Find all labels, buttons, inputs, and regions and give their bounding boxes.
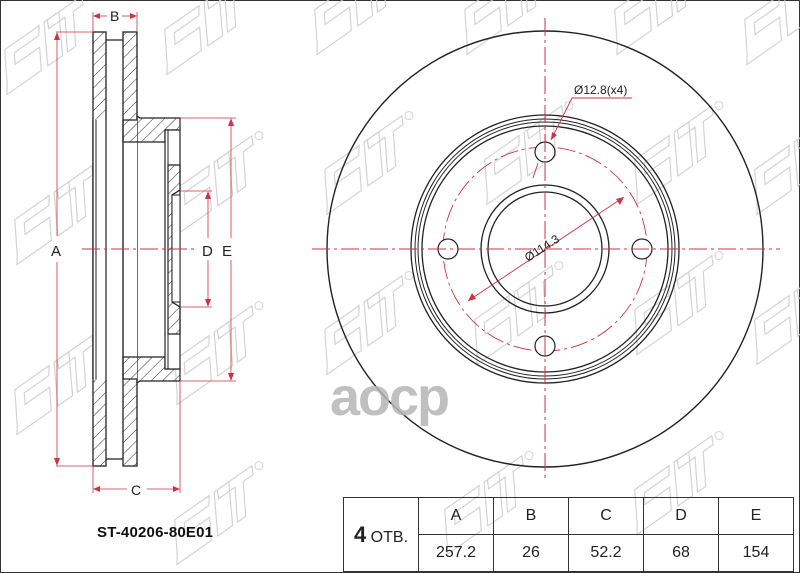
bolt-hole-callout: Ø12.8(x4)	[574, 83, 627, 97]
front-view	[312, 18, 780, 480]
bolt-holes-count-cell: 4 ОТВ.	[343, 497, 419, 572]
dimension-label-d: D	[202, 243, 213, 260]
value-e: 154	[718, 534, 794, 572]
pcd-callout: Ø114.3	[522, 232, 562, 265]
dimension-label-a: A	[51, 243, 61, 260]
spec-table: 4 ОТВ. A B C D E 257.2 26 52.2 68 154	[343, 497, 794, 572]
spec-value-row: 257.2 26 52.2 68 154	[344, 534, 794, 572]
value-b: 26	[493, 534, 569, 572]
holes-count: 4	[353, 521, 367, 547]
spec-header-row: 4 ОТВ. A B C D E	[343, 497, 794, 572]
dimension-label-b: B	[110, 8, 119, 24]
header-e: E	[718, 497, 794, 535]
value-c: 52.2	[568, 534, 644, 572]
header-a: A	[418, 497, 494, 535]
value-a: 257.2	[418, 534, 494, 572]
header-c: C	[568, 497, 644, 535]
value-d: 68	[643, 534, 719, 572]
dimension-label-e: E	[222, 243, 232, 260]
holes-unit: ОТВ.	[370, 528, 409, 546]
side-profile-view	[54, 12, 236, 493]
aocp-watermark-logo: aocp	[330, 367, 450, 427]
header-b: B	[493, 497, 569, 535]
part-number: ST-40206-80E01	[97, 524, 214, 541]
header-d: D	[643, 497, 719, 535]
dimension-label-c: C	[131, 482, 141, 498]
